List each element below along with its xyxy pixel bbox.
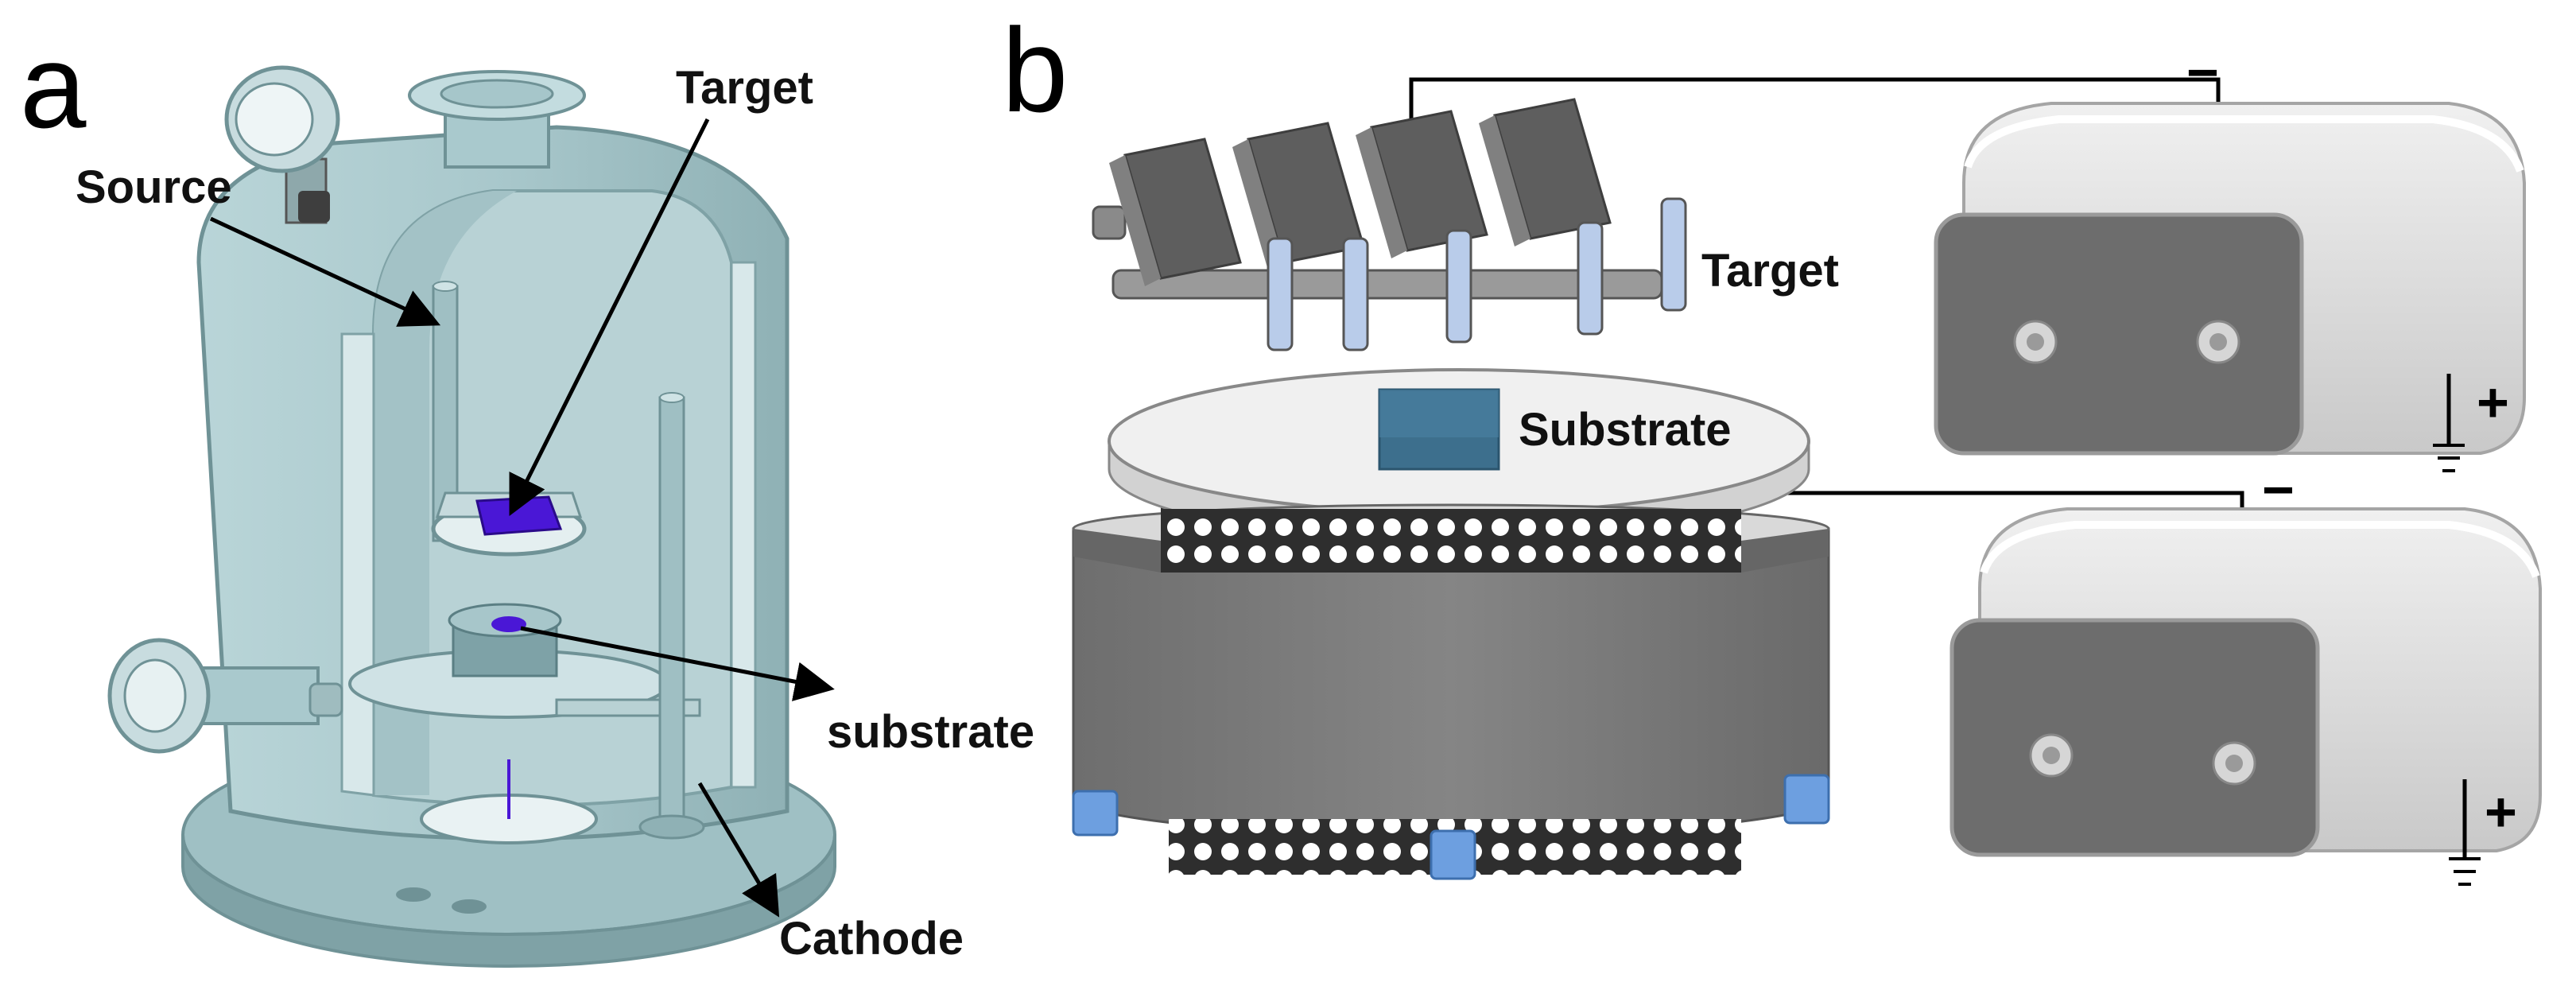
supply-bottom-negative: − bbox=[2262, 459, 2295, 521]
target-sample bbox=[475, 495, 563, 536]
target-electrode bbox=[1092, 98, 1687, 351]
ground-symbol-icon bbox=[2449, 779, 2481, 886]
stage-foot bbox=[1783, 774, 1830, 825]
stage-foot bbox=[1072, 790, 1119, 837]
power-supply-top-face bbox=[1934, 212, 2304, 456]
label-cathode-a: Cathode bbox=[779, 913, 964, 965]
label-substrate-b: Substrate bbox=[1519, 404, 1732, 456]
base-hole bbox=[452, 899, 487, 914]
power-supply-top bbox=[1934, 102, 2526, 456]
panel-b: b bbox=[1002, 3, 2542, 886]
vacuum-gauge-icon bbox=[224, 65, 340, 224]
target-holder bbox=[431, 491, 587, 557]
arrow-cathode-a bbox=[697, 782, 780, 918]
base-hole bbox=[396, 887, 431, 902]
target-plate bbox=[1356, 110, 1488, 344]
cathode-rod bbox=[638, 392, 705, 840]
power-supply-bottom bbox=[1949, 507, 2542, 857]
arrow-substrate-a bbox=[520, 626, 835, 701]
panel-letter-b: b bbox=[1002, 3, 1068, 137]
chamber-interior-shadow bbox=[374, 191, 517, 795]
panel-letter-a: a bbox=[20, 19, 87, 153]
arrow-target-a bbox=[509, 118, 710, 516]
target-plate bbox=[1479, 98, 1612, 336]
target-plate bbox=[1109, 138, 1242, 286]
stage-foot bbox=[1430, 829, 1476, 880]
label-substrate-a: substrate bbox=[827, 706, 1034, 758]
substrate-sample bbox=[491, 616, 526, 632]
supply-top-negative: − bbox=[2186, 41, 2219, 103]
label-target-b: Target bbox=[1701, 245, 1839, 297]
power-supply-bottom-face bbox=[1949, 618, 2320, 857]
cylinder-stage bbox=[1072, 503, 1830, 875]
label-source-a: Source bbox=[76, 161, 232, 213]
chamber-wall-edge-right bbox=[730, 261, 757, 789]
arrow-source-a bbox=[209, 216, 441, 327]
top-port bbox=[408, 70, 586, 169]
label-target-a: Target bbox=[676, 62, 813, 114]
chamber-wall-edge-left bbox=[340, 332, 375, 797]
target-crossbar-end bbox=[1092, 205, 1127, 240]
panel-a: a bbox=[20, 19, 1034, 968]
target-plate bbox=[1232, 122, 1365, 351]
supply-bottom-positive: + bbox=[2485, 781, 2517, 843]
chamber-base-edge bbox=[181, 834, 836, 968]
side-port bbox=[107, 638, 343, 754]
ground-symbol-icon bbox=[2433, 374, 2465, 472]
supply-top-positive: + bbox=[2477, 371, 2509, 433]
